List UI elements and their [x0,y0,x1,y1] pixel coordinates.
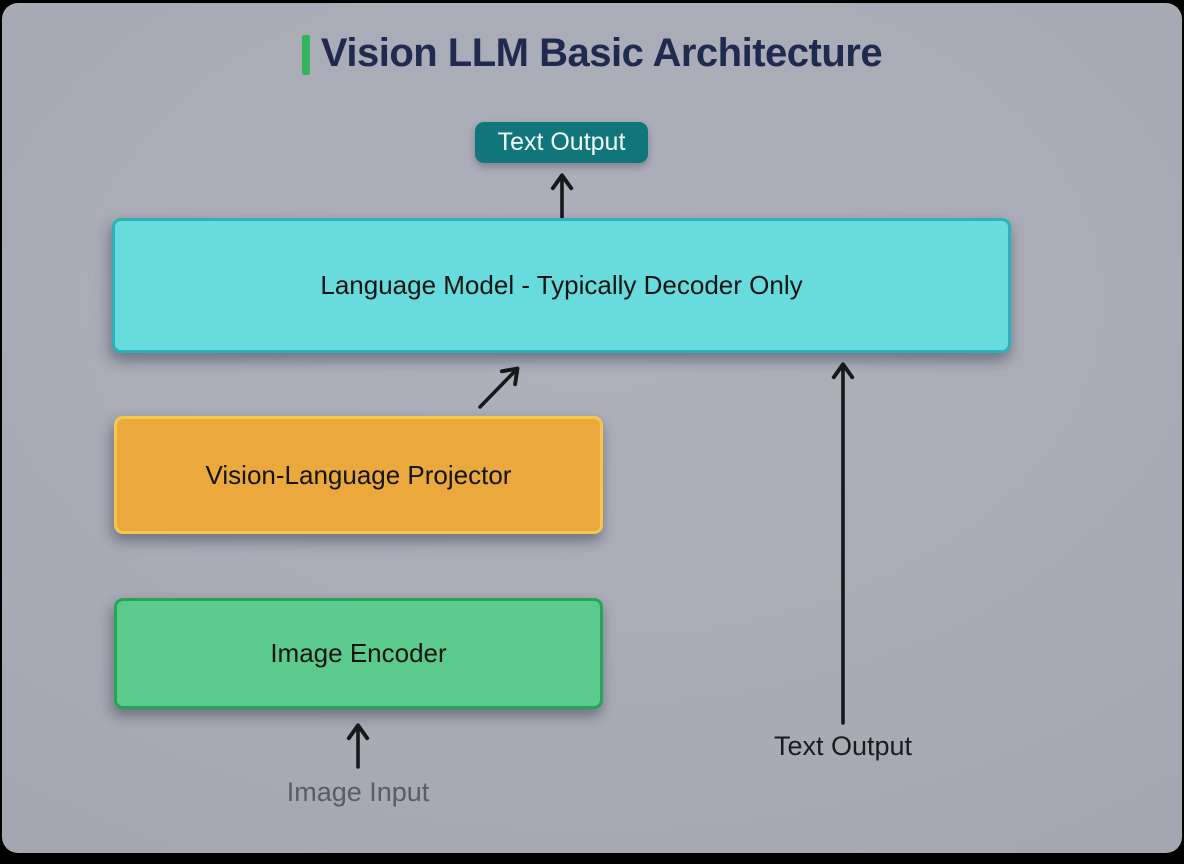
arrow-up-textoutput-to-lm-icon [831,362,855,725]
image-encoder-box: Image Encoder [114,598,603,709]
vision-language-projector-box: Vision-Language Projector [114,416,603,534]
language-model-box: Language Model - Typically Decoder Only [112,218,1011,353]
text-output-badge-label: Text Output [497,128,626,156]
text-output-label: Text Output [773,731,913,761]
arrow-up-lm-to-badge-icon [550,173,574,220]
text-output-badge: Text Output [475,122,648,163]
page-title-row: Vision LLM Basic Architecture [2,31,1182,76]
diagram-canvas: Vision LLM Basic Architecture Text Outpu… [2,3,1182,853]
image-encoder-label: Image Encoder [270,638,447,668]
arrow-up-right-projector-to-lm-icon [478,366,520,409]
vision-language-projector-label: Vision-Language Projector [205,459,512,490]
page-title: Vision LLM Basic Architecture [320,31,883,75]
title-accent-bar [301,34,310,75]
arrow-up-input-to-encoder-icon [346,723,370,769]
language-model-label: Language Model - Typically Decoder Only [320,270,803,300]
image-input-label: Image Input [286,777,430,807]
